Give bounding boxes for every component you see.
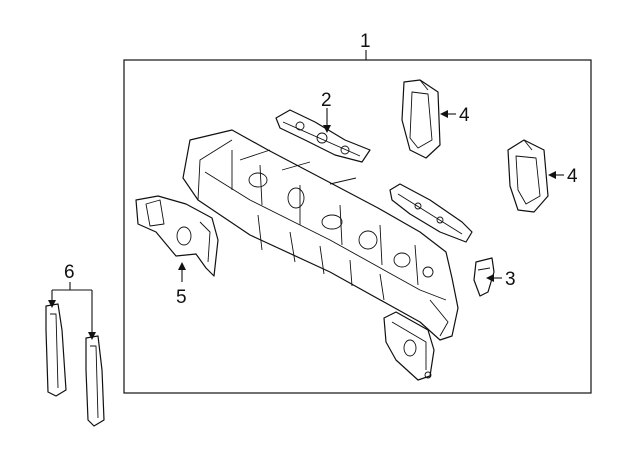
callout-3: 3 — [486, 269, 516, 290]
part-5-extension — [135, 195, 219, 277]
callout-5: 5 — [176, 262, 187, 308]
callout-3-label: 3 — [505, 269, 516, 290]
part-3-clip — [473, 257, 495, 297]
assembly-frame — [123, 59, 592, 394]
callout-6-label: 6 — [64, 262, 75, 283]
part-2-reinforcement — [275, 109, 371, 163]
callout-5-label: 5 — [176, 287, 187, 308]
lower-bracket — [383, 311, 435, 381]
callout-4-upper-label: 4 — [459, 105, 470, 126]
rear-body-panel — [182, 129, 459, 341]
callout-6: 6 — [48, 262, 96, 340]
callout-2-label: 2 — [321, 90, 332, 111]
part-4-upper-bracket — [401, 79, 441, 159]
callout-4-upper: 4 — [440, 105, 470, 126]
callout-4-right: 4 — [548, 166, 578, 187]
callout-1-label: 1 — [360, 31, 371, 52]
callout-2: 2 — [321, 90, 332, 133]
part-6-braces — [45, 303, 105, 427]
callout-1: 1 — [360, 31, 371, 60]
part-4-right-bracket — [507, 139, 549, 213]
middle-reinforcement — [389, 183, 473, 243]
callout-4-right-label: 4 — [567, 166, 578, 187]
